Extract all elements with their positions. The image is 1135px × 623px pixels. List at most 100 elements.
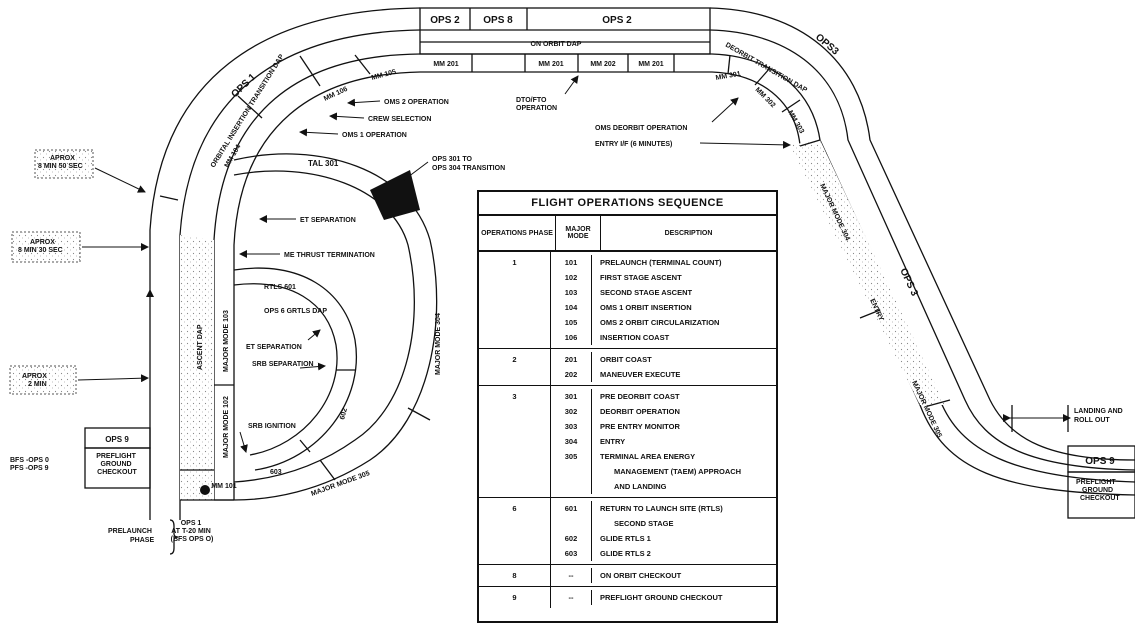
mode-cell: 105 xyxy=(551,315,592,330)
mm304-inner-label: MAJOR MODE 304 xyxy=(435,313,442,375)
phase-cell: 8 xyxy=(479,565,551,586)
phase-cell: 1 xyxy=(479,252,551,348)
table-row: SECOND STAGE xyxy=(551,516,776,531)
mode-cell: 104 xyxy=(551,300,592,315)
mm301-label: MM 301 xyxy=(715,71,741,82)
mode-cell xyxy=(551,464,592,479)
mode-cell: -- xyxy=(551,568,592,583)
flight-operations-table: FLIGHT OPERATIONS SEQUENCE OPERATIONS PH… xyxy=(477,190,778,623)
abort-loops xyxy=(233,153,438,501)
table-group: 8-- ON ORBIT CHECKOUT xyxy=(479,565,776,587)
mode-cell: 601 xyxy=(551,501,592,516)
oms1-callout: OMS 1 OPERATION xyxy=(342,132,407,139)
description-cell: MANAGEMENT (TAEM) APPROACH xyxy=(614,467,742,476)
mode-cell: 202 xyxy=(551,367,592,382)
mm101-label: MM 101 xyxy=(211,483,236,490)
mode-cell: 301 xyxy=(551,389,592,404)
ops2-label-b: OPS 2 xyxy=(602,15,632,26)
ops6-grtls-label: OPS 6 GRTLS DAP xyxy=(264,308,327,315)
mode-cell xyxy=(551,516,592,531)
left-notes: APROX 8 MIN 50 SEC APROX 8 MIN 30 SEC AP… xyxy=(9,149,214,555)
mode-cell: 103 xyxy=(551,285,592,300)
ascent-callouts: OMS 2 OPERATION CREW SELECTION OMS 1 OPE… xyxy=(239,98,505,453)
description-cell: DEORBIT OPERATION xyxy=(600,407,680,416)
mm303-label: MM 303 xyxy=(786,110,805,135)
description-cell: GLIDE RTLS 2 xyxy=(600,549,651,558)
mm-box-1: MM 201 xyxy=(433,61,458,68)
description-cell: PRE ENTRY MONITOR xyxy=(600,422,680,431)
launch-dot xyxy=(200,485,210,495)
entry-if-callout: ENTRY I/F (6 MINUTES) xyxy=(595,141,672,148)
col-phase-header: OPERATIONS PHASE xyxy=(479,216,556,250)
tal301-label: TAL 301 xyxy=(308,159,339,168)
table-row: --PREFLIGHT GROUND CHECKOUT xyxy=(551,590,776,605)
landing-rollout-callout: LANDING AND ROLL OUT xyxy=(1074,408,1125,424)
mm305-inner-label: MAJOR MODE 305 xyxy=(310,470,371,498)
mode-cell: 101 xyxy=(551,255,592,270)
oms2-callout: OMS 2 OPERATION xyxy=(384,99,449,106)
mm106-label: MM 106 xyxy=(323,86,349,103)
mode-cell: 603 xyxy=(551,546,592,561)
description-cell: SECOND STAGE ASCENT xyxy=(600,288,693,297)
col-desc-header: DESCRIPTION xyxy=(664,229,713,237)
approx3-note: APROX 2 MIN xyxy=(22,373,49,388)
ops1-t20-note: OPS 1 AT T-20 MIN (BFS OPS O) xyxy=(171,520,214,543)
phase-cell: 9 xyxy=(479,587,551,608)
ops3-top-label: OPS3 xyxy=(813,32,841,58)
ops9-left-label: OPS 9 xyxy=(105,435,129,444)
description-cell: PRE DEORBIT COAST xyxy=(600,392,680,401)
preflight-left-label: PREFLIGHT GROUND CHECKOUT xyxy=(96,453,138,476)
table-title: FLIGHT OPERATIONS SEQUENCE xyxy=(479,192,776,216)
dto-fto-callout: DTO/FTO OPERATION xyxy=(516,97,557,112)
description-cell: ORBIT COAST xyxy=(600,355,652,364)
rtls601-label: RTLS 601 xyxy=(264,284,296,291)
table-row: MANAGEMENT (TAEM) APPROACH xyxy=(551,464,776,479)
col-mode-header: MAJOR MODE xyxy=(556,216,601,250)
on-orbit-dap-label: ON ORBIT DAP xyxy=(531,41,582,48)
table-row: 103 SECOND STAGE ASCENT xyxy=(551,285,776,300)
description-cell: OMS 2 ORBIT CIRCULARIZATION xyxy=(600,318,720,327)
ops2-label-a: OPS 2 xyxy=(430,15,460,26)
mode-cell: 305 xyxy=(551,449,592,464)
table-row: 106 INSERTION COAST xyxy=(551,330,776,345)
phase-cell: 3 xyxy=(479,386,551,497)
srb-sep-label: SRB SEPARATION xyxy=(252,361,314,368)
prelaunch-note: PRELAUNCH PHASE xyxy=(108,528,154,544)
bfs-pfs-note: BFS -OPS 0 PFS -OPS 9 xyxy=(10,457,51,472)
top-ops-bar: OPS 2 OPS 8 OPS 2 ON ORBIT DAP MM 201 MM… xyxy=(419,7,712,73)
table-row: 105 OMS 2 ORBIT CIRCULARIZATION xyxy=(551,315,776,330)
ascent-arc: OPS 1 ORBITAL INSERTION TRANSITION DAP M… xyxy=(146,7,421,520)
ops301-304-callout: OPS 301 TO OPS 304 TRANSITION xyxy=(432,156,505,172)
crew-selection-callout: CREW SELECTION xyxy=(368,116,431,123)
description-cell: RETURN TO LAUNCH SITE (RTLS) xyxy=(600,504,723,513)
et-sep-lower-label: ET SEPARATION xyxy=(246,344,302,351)
mode-cell: 106 xyxy=(551,330,592,345)
description-cell: INSERTION COAST xyxy=(600,333,670,342)
dto-fto-callout-group: DTO/FTO OPERATION xyxy=(516,75,579,112)
mm105-label: MM 105 xyxy=(371,69,397,82)
mm-box-3: MM 202 xyxy=(590,61,615,68)
deorbit-callouts: OMS DEORBIT OPERATION ENTRY I/F (6 MINUT… xyxy=(595,97,1125,432)
preflight-right-label: PREFLIGHT GROUND CHECKOUT xyxy=(1076,479,1120,502)
et-sep-upper-callout: ET SEPARATION xyxy=(300,217,356,224)
table-header: OPERATIONS PHASE MAJOR MODE DESCRIPTION xyxy=(479,216,776,252)
phase-cell: 6 xyxy=(479,498,551,564)
mm302-label: MM 302 xyxy=(754,86,777,109)
description-cell: ON ORBIT CHECKOUT xyxy=(600,571,682,580)
tal-transition-block xyxy=(370,170,420,220)
oms-deorbit-callout: OMS DEORBIT OPERATION xyxy=(595,125,687,132)
description-cell: SECOND STAGE xyxy=(614,519,674,528)
mm103-label: MAJOR MODE 103 xyxy=(223,310,230,372)
description-cell: OMS 1 ORBIT INSERTION xyxy=(600,303,692,312)
deorbit-dap-label: DEORBIT TRANSITION DAP xyxy=(724,42,808,95)
ops3-right-label: OPS 3 xyxy=(897,267,920,299)
